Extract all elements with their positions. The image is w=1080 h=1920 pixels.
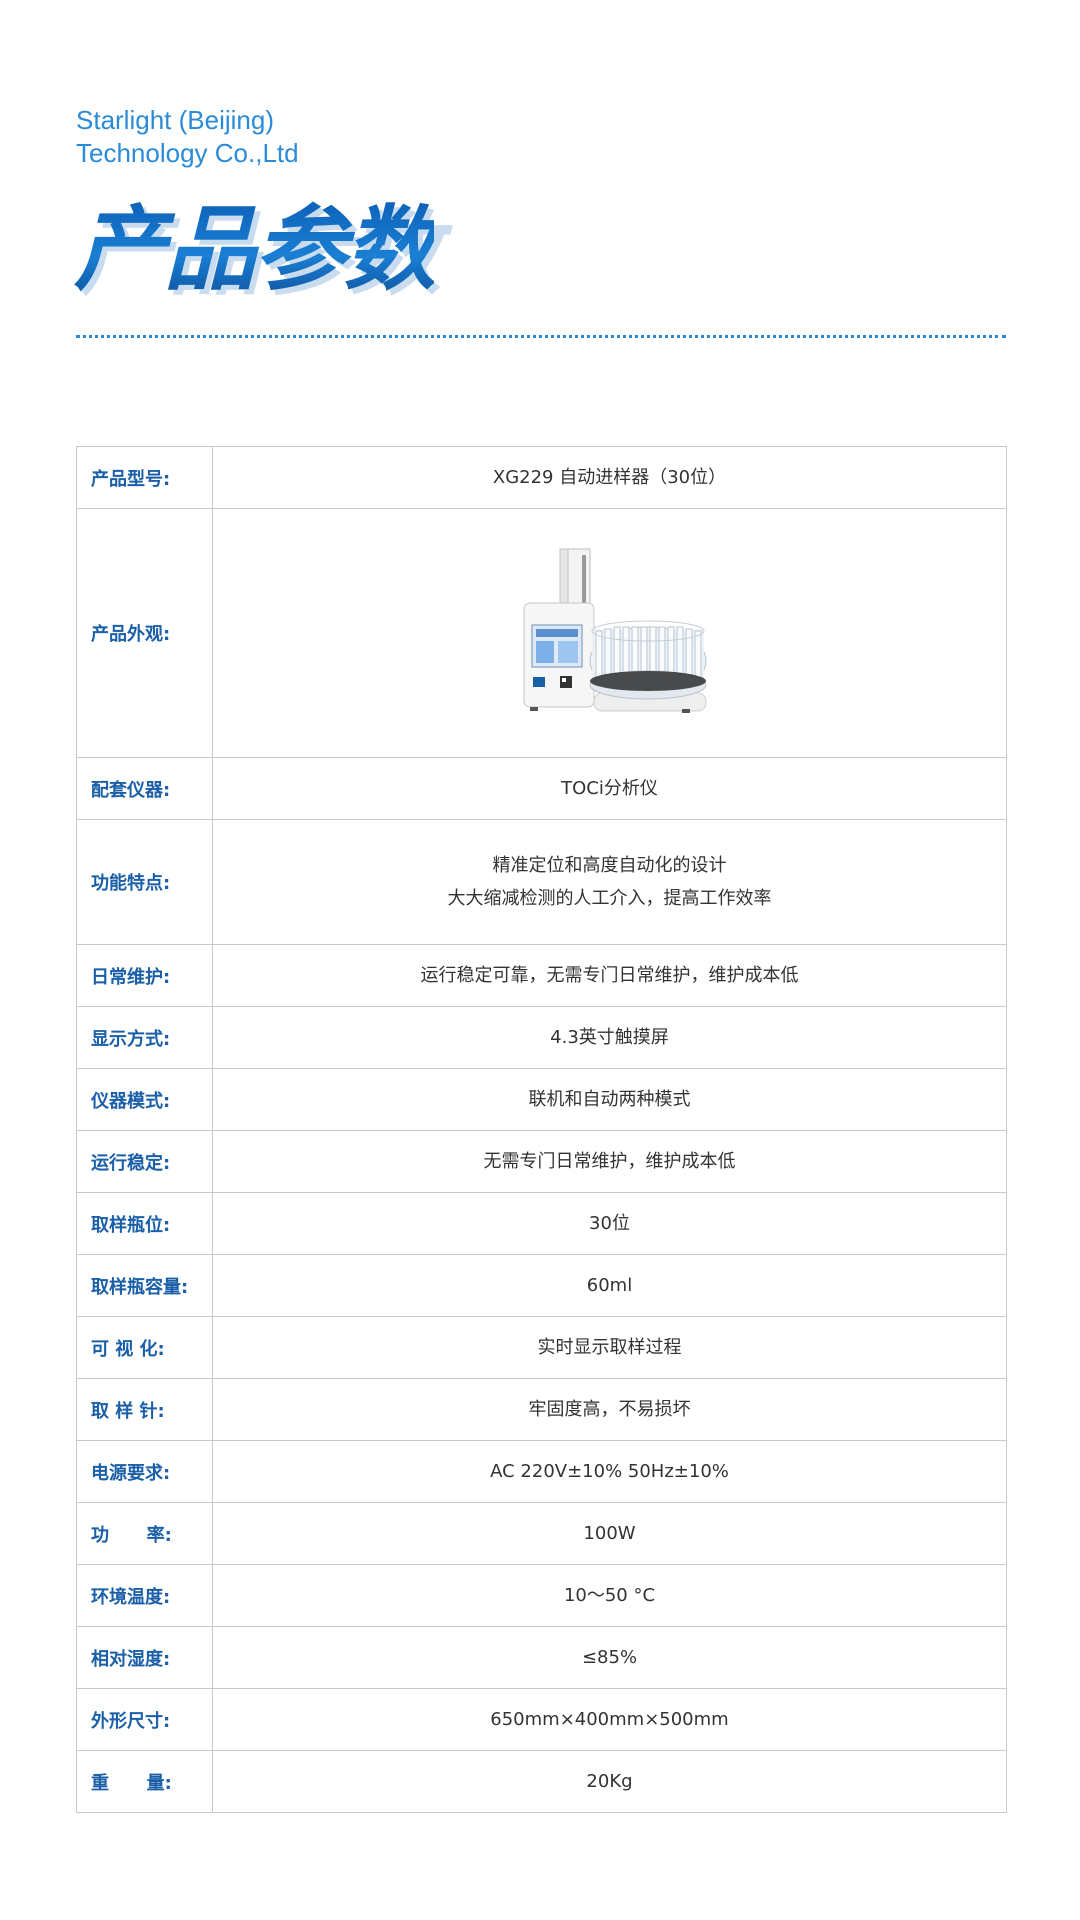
row-label: 运行稳定: xyxy=(76,1130,213,1193)
row-value: 20Kg xyxy=(212,1750,1007,1813)
row-label: 取样瓶容量: xyxy=(76,1254,213,1317)
row-label: 取 样 针: xyxy=(76,1378,213,1441)
row-value: XG229 自动进样器（30位） xyxy=(212,446,1007,509)
company-name-line2: Technology Co.,Ltd xyxy=(76,138,299,168)
row-value: 100W xyxy=(212,1502,1007,1565)
row-value: 4.3英寸触摸屏 xyxy=(212,1006,1007,1069)
table-row: 外形尺寸: 650mm×400mm×500mm xyxy=(76,1688,1007,1751)
row-value: 联机和自动两种模式 xyxy=(212,1068,1007,1131)
table-row: 产品外观: xyxy=(76,508,1007,758)
row-label: 配套仪器: xyxy=(76,757,213,820)
row-label: 取样瓶位: xyxy=(76,1192,213,1255)
row-value: ≤85% xyxy=(212,1626,1007,1689)
row-value: 运行稳定可靠，无需专门日常维护，维护成本低 xyxy=(212,944,1007,1007)
row-value: 60ml xyxy=(212,1254,1007,1317)
autosampler-image xyxy=(523,548,706,713)
row-label: 产品型号: xyxy=(76,446,213,509)
row-label: 仪器模式: xyxy=(76,1068,213,1131)
spec-table: 产品型号: XG229 自动进样器（30位） 产品外观: xyxy=(76,446,1007,1813)
row-label: 环境温度: xyxy=(76,1564,213,1627)
row-label: 功 率: xyxy=(76,1502,213,1565)
table-row: 功能特点: 精准定位和高度自动化的设计 大大缩减检测的人工介入，提高工作效率 xyxy=(76,819,1007,945)
table-row: 运行稳定: 无需专门日常维护，维护成本低 xyxy=(76,1130,1007,1193)
table-row: 取样瓶位: 30位 xyxy=(76,1192,1007,1255)
row-label: 电源要求: xyxy=(76,1440,213,1503)
row-value: 牢固度高，不易损坏 xyxy=(212,1378,1007,1441)
row-label: 外形尺寸: xyxy=(76,1688,213,1751)
row-value: 650mm×400mm×500mm xyxy=(212,1688,1007,1751)
table-row: 可 视 化: 实时显示取样过程 xyxy=(76,1316,1007,1379)
dotted-divider xyxy=(76,335,1006,338)
product-image-cell xyxy=(212,508,1007,758)
table-row: 电源要求: AC 220V±10% 50Hz±10% xyxy=(76,1440,1007,1503)
row-label: 显示方式: xyxy=(76,1006,213,1069)
table-row: 产品型号: XG229 自动进样器（30位） xyxy=(76,446,1007,509)
feature-line-1: 精准定位和高度自动化的设计 xyxy=(492,855,727,876)
table-row: 取样瓶容量: 60ml xyxy=(76,1254,1007,1317)
row-label: 功能特点: xyxy=(76,819,213,945)
row-label: 产品外观: xyxy=(76,508,213,758)
page-title-shadow: 产品参数 xyxy=(79,200,441,310)
row-value: 30位 xyxy=(212,1192,1007,1255)
row-label: 重 量: xyxy=(76,1750,213,1813)
table-row: 环境温度: 10～50 °C xyxy=(76,1564,1007,1627)
company-name: Starlight (Beijing) Technology Co.,Ltd xyxy=(76,104,299,170)
row-label: 相对湿度: xyxy=(76,1626,213,1689)
table-row: 显示方式: 4.3英寸触摸屏 xyxy=(76,1006,1007,1069)
row-value: 无需专门日常维护，维护成本低 xyxy=(212,1130,1007,1193)
table-row: 重 量: 20Kg xyxy=(76,1750,1007,1813)
row-value: 精准定位和高度自动化的设计 大大缩减检测的人工介入，提高工作效率 xyxy=(212,819,1007,945)
table-row: 功 率: 100W xyxy=(76,1502,1007,1565)
feature-line-2: 大大缩减检测的人工介入，提高工作效率 xyxy=(447,888,772,909)
table-row: 相对湿度: ≤85% xyxy=(76,1626,1007,1689)
table-row: 取 样 针: 牢固度高，不易损坏 xyxy=(76,1378,1007,1441)
row-value: 实时显示取样过程 xyxy=(212,1316,1007,1379)
table-row: 配套仪器: TOCi分析仪 xyxy=(76,757,1007,820)
row-label: 日常维护: xyxy=(76,944,213,1007)
row-value: TOCi分析仪 xyxy=(212,757,1007,820)
page-title: 产品参数 xyxy=(74,196,436,303)
row-label: 可 视 化: xyxy=(76,1316,213,1379)
row-value: AC 220V±10% 50Hz±10% xyxy=(212,1440,1007,1503)
table-row: 日常维护: 运行稳定可靠，无需专门日常维护，维护成本低 xyxy=(76,944,1007,1007)
table-row: 仪器模式: 联机和自动两种模式 xyxy=(76,1068,1007,1131)
company-name-line1: Starlight (Beijing) xyxy=(76,105,274,135)
row-value: 10～50 °C xyxy=(212,1564,1007,1627)
